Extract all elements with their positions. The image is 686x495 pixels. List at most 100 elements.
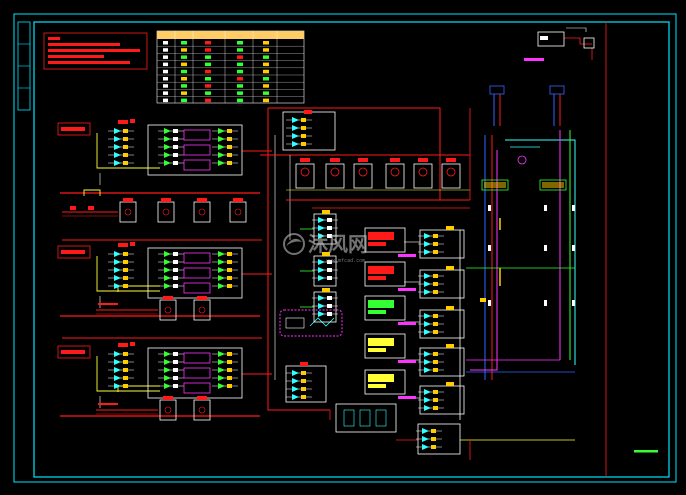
legend-swatch <box>163 84 168 88</box>
pump-icon <box>164 160 171 166</box>
legend-swatch <box>263 91 269 95</box>
equipment-box <box>537 31 565 47</box>
valve-icon <box>544 205 547 211</box>
status-panel-fill <box>368 310 386 314</box>
watermark: 沐风网 www.mfcad.com <box>283 232 368 264</box>
valve-icon <box>173 137 178 141</box>
valve-icon <box>123 153 128 157</box>
status-panel-fill <box>368 266 394 274</box>
valve-icon <box>301 126 306 130</box>
pump-icon <box>218 275 225 281</box>
heat-exchanger-plate <box>343 409 355 427</box>
valve-icon <box>327 296 332 300</box>
tag-flag <box>322 288 330 292</box>
pump-icon <box>318 311 325 317</box>
tank-icon <box>481 179 509 191</box>
pump-icon <box>292 117 299 123</box>
pump-icon <box>424 397 431 403</box>
pump-icon <box>164 275 171 281</box>
pump-icon <box>292 386 299 392</box>
valve-icon <box>301 118 306 122</box>
pump-icon <box>424 405 431 411</box>
chiller-fan <box>234 208 242 216</box>
pump-icon <box>114 128 121 134</box>
legend-swatch <box>181 48 187 52</box>
tag-flag <box>446 226 454 230</box>
pump-icon <box>292 133 299 139</box>
status-panel-fill <box>368 374 394 382</box>
pump-icon <box>318 275 325 281</box>
valve-icon <box>173 161 178 165</box>
group-label-text-bar <box>61 350 85 354</box>
valve-icon <box>227 276 232 280</box>
pump-icon <box>114 251 121 257</box>
equipment-box <box>183 252 211 264</box>
valve-icon <box>433 290 438 294</box>
valve-icon <box>433 250 438 254</box>
cooling-tower-inlet <box>489 85 505 95</box>
pump-icon <box>164 367 171 373</box>
panel-tag <box>398 288 416 291</box>
pump-icon <box>218 359 225 365</box>
pump-icon <box>424 241 431 247</box>
chiller-unit-icon <box>295 163 315 189</box>
tag-flag <box>446 344 454 348</box>
chiller-fan <box>164 306 172 314</box>
legend-swatch <box>237 41 243 45</box>
valve-icon <box>173 276 178 280</box>
equipment-box <box>183 282 211 294</box>
valve-icon <box>123 252 128 256</box>
equipment-box <box>183 367 211 379</box>
group-label-text-bar <box>61 127 85 131</box>
pump-icon <box>424 233 431 239</box>
legend-swatch <box>263 69 269 74</box>
pump-icon <box>292 141 299 147</box>
tag-flag <box>322 210 330 214</box>
valve-icon <box>572 205 575 211</box>
equipment-box <box>583 37 595 49</box>
valve-icon <box>123 161 128 165</box>
pump-icon <box>114 152 121 158</box>
valve-icon <box>301 134 306 138</box>
equipment-box <box>419 385 465 415</box>
legend-swatch <box>263 77 269 81</box>
valve-icon <box>123 276 128 280</box>
tag-flag <box>88 206 94 210</box>
pump-icon <box>114 351 121 357</box>
legend-header <box>157 31 304 39</box>
tag-flag <box>322 252 330 256</box>
equipment-box <box>419 309 465 339</box>
valve-icon <box>327 276 332 280</box>
chiller-top <box>163 296 173 300</box>
legend-swatch <box>237 69 243 74</box>
pump-icon <box>164 283 171 289</box>
chiller-top <box>197 296 207 300</box>
chiller-unit-icon <box>193 399 211 421</box>
pump-icon <box>164 375 171 381</box>
chiller-unit-icon <box>325 163 345 189</box>
valve-icon <box>227 260 232 264</box>
equipment-box <box>183 382 211 394</box>
legend-swatch <box>205 62 211 67</box>
tag-flag <box>446 266 454 270</box>
valve-icon <box>227 384 232 388</box>
pump-icon <box>114 267 121 273</box>
valve-icon <box>301 379 306 383</box>
pump-icon <box>164 136 171 142</box>
legend-swatch <box>205 98 211 103</box>
valve-icon <box>227 352 232 356</box>
valve-icon <box>173 352 178 356</box>
pipe-run <box>505 139 576 365</box>
equipment-detail <box>540 36 548 40</box>
status-panel-fill <box>368 300 394 308</box>
valve-icon <box>433 314 438 318</box>
chiller-top <box>330 158 340 162</box>
panel-tag <box>398 360 416 363</box>
equipment-box <box>183 267 211 279</box>
valve-icon <box>227 268 232 272</box>
pump-icon <box>318 303 325 309</box>
chiller-top <box>123 198 133 202</box>
pump-icon <box>114 283 121 289</box>
chiller-top <box>197 198 207 202</box>
tag-flag <box>118 120 128 124</box>
